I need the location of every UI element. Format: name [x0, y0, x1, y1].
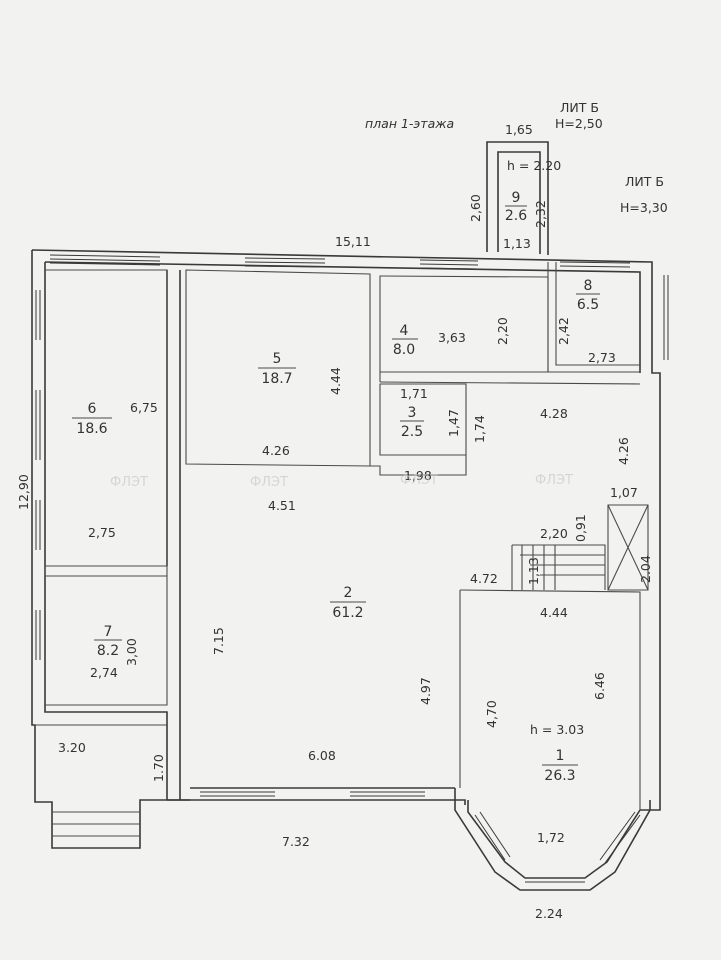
watermark-text-3: ФЛЭТ: [400, 473, 438, 488]
room-3-area: 2.5: [401, 424, 423, 440]
dim-r4-height: 2,20: [495, 317, 510, 345]
dim-r8-width: 2,73: [588, 350, 616, 365]
room-5-area: 18.7: [261, 371, 292, 387]
windows: [35, 254, 669, 883]
plan-title: план 1-этажа: [365, 116, 454, 131]
dim-bottom-left: 7.32: [282, 834, 310, 849]
lit-b-label-1: ЛИТ Б: [560, 100, 599, 115]
dim-bay-inner: 1,72: [537, 830, 565, 845]
dim-r2-bottom: 6.08: [308, 748, 336, 763]
lit-b-label-2: ЛИТ Б: [625, 174, 664, 189]
dimension-labels: 15,11 12,90 7.32 2.24 1,72 1,65 2,60 1,1…: [16, 122, 653, 921]
watermark-text-4: ФЛЭТ: [535, 473, 573, 488]
dim-r1-top-out: 4.72: [470, 571, 498, 586]
dim-r3-width: 1,71: [400, 386, 428, 401]
watermark: ФЛЭТ ФЛЭТ ФЛЭТ ФЛЭТ: [110, 473, 573, 490]
dim-stair-top: 1,07: [610, 485, 638, 500]
interior-walls: [35, 262, 649, 837]
dim-r1-width: 4.44: [540, 605, 568, 620]
dim-stair-c: 2.04: [638, 555, 653, 583]
room-1-height: h = 3.03: [530, 722, 584, 737]
room-9-number: 9: [512, 190, 521, 206]
height-labels: h = 2.20 h = 3.03: [507, 158, 584, 737]
dim-hall-width: 4.28: [540, 406, 568, 421]
dim-stair-width: 2,20: [540, 526, 568, 541]
dim-stair-a: 0,91: [573, 514, 588, 542]
room-2-area: 61.2: [332, 605, 363, 621]
room-8-number: 8: [584, 278, 593, 294]
watermark-text-1: ФЛЭТ: [110, 475, 148, 490]
dim-left-total: 12,90: [16, 474, 31, 510]
dim-r7-width: 2,74: [90, 665, 118, 680]
room-7-area: 8.2: [97, 643, 119, 659]
dim-corr-width: 1,98: [404, 468, 432, 483]
dim-r3-height: 1,47: [446, 409, 461, 437]
dim-ext-height: 2,60: [468, 194, 483, 222]
dim-porch-width: 3.20: [58, 740, 86, 755]
dim-r1-left: 4,70: [484, 700, 499, 728]
room-9-area: 2.6: [505, 208, 527, 224]
outer-walls: [31, 141, 661, 891]
dim-r6-width: 2,75: [88, 525, 116, 540]
room-8-area: 6.5: [577, 297, 599, 313]
room-5-number: 5: [273, 351, 282, 367]
dim-corr-height: 1,74: [472, 415, 487, 443]
dim-r1-height: 6.46: [592, 672, 607, 700]
room-7-number: 7: [104, 624, 113, 640]
dim-r5-height: 4.44: [328, 367, 343, 395]
dim-stair-b: 1,13: [526, 557, 541, 585]
room-6-area: 18.6: [76, 421, 107, 437]
room-2-number: 2: [344, 585, 353, 601]
dim-r8-height: 2,42: [556, 317, 571, 345]
room-3-number: 3: [408, 405, 417, 421]
room-6-number: 6: [88, 401, 97, 417]
room-labels: 1 26.3 2 61.2 3 2.5 4 8.0 5 18.7 6 18.6 …: [72, 190, 600, 784]
height-label-2: H=3,30: [620, 200, 668, 215]
dim-r9-height: 2,32: [533, 200, 548, 228]
room-4-area: 8.0: [393, 342, 415, 358]
height-label-1: H=2,50: [555, 116, 603, 131]
room-1-area: 26.3: [544, 768, 575, 784]
room-1-number: 1: [556, 748, 565, 764]
plan-header: план 1-этажа ЛИТ Б H=2,50 ЛИТ Б H=3,30: [365, 100, 668, 215]
room-9-height: h = 2.20: [507, 158, 561, 173]
room-4-number: 4: [400, 323, 409, 339]
dim-hall-height: 4.26: [616, 437, 631, 465]
dim-ext-width: 1,65: [505, 122, 533, 137]
dim-r7-height: 3,00: [124, 638, 139, 666]
dim-r6-height: 6,75: [130, 400, 158, 415]
dim-bottom-bay: 2.24: [535, 906, 563, 921]
dim-r9-width: 1,13: [503, 236, 531, 251]
dim-r5-width: 4.26: [262, 443, 290, 458]
dim-porch-height: 1.70: [151, 754, 166, 782]
dim-r2-top: 4.51: [268, 498, 296, 513]
dim-r2-left: 7.15: [211, 627, 226, 655]
watermark-text-2: ФЛЭТ: [250, 475, 288, 490]
dim-r2-right: 4.97: [418, 677, 433, 705]
dim-top-total: 15,11: [335, 234, 371, 249]
dim-r4-width: 3,63: [438, 330, 466, 345]
